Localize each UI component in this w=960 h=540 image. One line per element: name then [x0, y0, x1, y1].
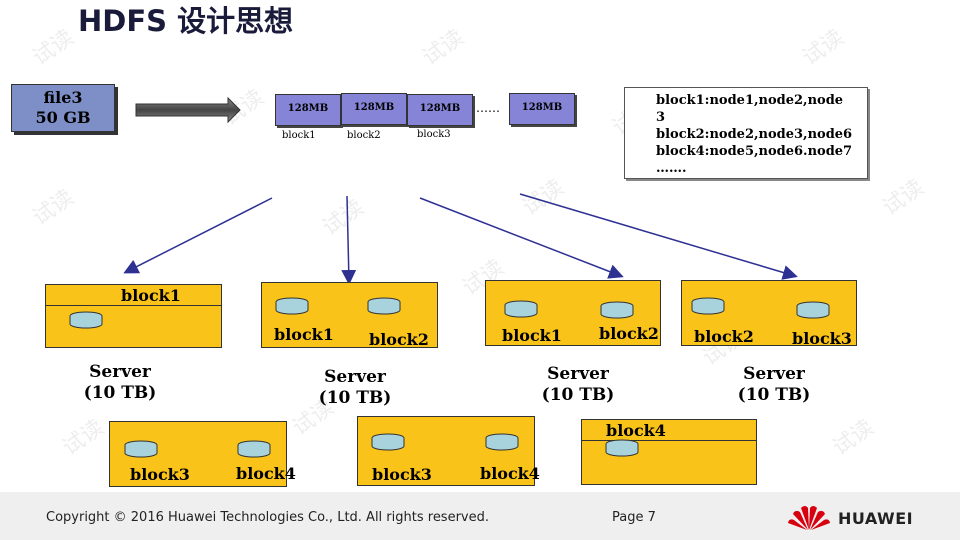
block-chip-1: 128MB	[275, 94, 341, 126]
server-caption: Server (10 TB)	[724, 364, 824, 406]
disk-icon	[124, 440, 158, 458]
server-block-label: block2	[694, 327, 754, 346]
arrow-to-server-1	[123, 197, 273, 274]
disk-icon	[485, 433, 519, 451]
server-block-label: block4	[480, 464, 540, 483]
block-mapping-box: block1:node1,node2,node 3 block2:node2,n…	[624, 87, 868, 179]
disk-icon	[796, 301, 830, 319]
huawei-logo-icon	[788, 506, 830, 530]
file-size: 50 GB	[35, 108, 91, 127]
server-name: Server	[547, 364, 609, 384]
disk-icon	[367, 297, 401, 315]
server-4: block2 block3	[681, 280, 857, 348]
mapping-line: 3	[656, 110, 666, 125]
block-label-3: block3	[417, 129, 451, 140]
disk-icon	[371, 433, 405, 451]
brand-name: HUAWEI	[838, 509, 914, 528]
page-number: Page 7	[612, 510, 656, 525]
disk-icon	[504, 300, 538, 318]
disk-icon	[600, 301, 634, 319]
disk-icon	[275, 297, 309, 315]
file-box: file3 50 GB	[11, 84, 115, 132]
server-5: block3 block4	[109, 421, 296, 487]
split-arrow	[135, 96, 241, 124]
block-chip-size: 128MB	[287, 103, 329, 114]
block-label-2: block2	[347, 130, 381, 141]
server-name: Server	[324, 367, 386, 387]
server-6: block3 block4	[357, 416, 540, 486]
arrow-to-server-2	[341, 195, 357, 285]
block-chip-size: 128MB	[419, 103, 461, 114]
disk-icon	[69, 311, 103, 329]
block-ellipsis: ……	[476, 101, 500, 115]
server-caption: Server (10 TB)	[70, 362, 170, 404]
block-chip-size: 128MB	[353, 102, 395, 113]
block-chip-size: 128MB	[521, 102, 563, 113]
server-7: block4	[581, 419, 757, 485]
mapping-line: block1:node1,node2,node	[656, 93, 844, 108]
server-block-label: block3	[130, 465, 190, 484]
server-block-label: block2	[599, 324, 659, 343]
server-block-label: block3	[792, 329, 852, 348]
server-capacity: (10 TB)	[83, 383, 157, 403]
disk-icon	[605, 439, 639, 457]
block-chip-2: 128MB	[341, 93, 407, 125]
server-2: block1 block2	[261, 282, 438, 349]
server-block-label: block1	[502, 326, 562, 345]
server-name: Server	[743, 364, 805, 384]
server-block-label: block4	[236, 464, 296, 483]
block-chip-3: 128MB	[407, 94, 473, 126]
server-capacity: (10 TB)	[541, 385, 615, 405]
block-label-1: block1	[282, 130, 316, 141]
server-caption: Server (10 TB)	[305, 367, 405, 409]
server-1: block1	[45, 284, 222, 348]
server-block-label: block1	[121, 286, 181, 305]
server-caption: Server (10 TB)	[528, 364, 628, 406]
server-name: Server	[89, 362, 151, 382]
block-chip-5: 128MB	[509, 93, 575, 125]
server-block-label: block1	[274, 325, 334, 344]
mapping-line: …….	[656, 161, 687, 176]
server-block-label: block2	[369, 330, 429, 349]
server-capacity: (10 TB)	[737, 385, 811, 405]
disk-icon	[691, 297, 725, 315]
copyright-text: Copyright © 2016 Huawei Technologies Co.…	[46, 510, 490, 525]
arrow-to-server-4	[519, 193, 798, 280]
mapping-line: block2:node2,node3,node6	[656, 127, 853, 142]
page-title: HDFS 设计思想	[78, 4, 294, 38]
server-3: block1 block2	[485, 280, 661, 346]
server-capacity: (10 TB)	[318, 388, 392, 408]
arrow-to-server-3	[419, 197, 624, 279]
server-block-label: block4	[606, 421, 666, 440]
server-block-label: block3	[372, 465, 432, 484]
mapping-line: block4:node5,node6.node7	[656, 144, 853, 159]
disk-icon	[237, 440, 271, 458]
file-name: file3	[43, 88, 83, 107]
